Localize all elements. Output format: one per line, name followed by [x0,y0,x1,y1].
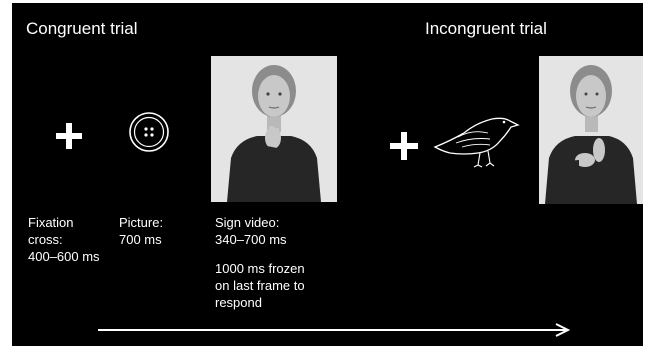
fixation-caption-line: cross: [28,232,63,247]
sign-video-caption: Sign video: 340–700 ms [215,214,287,248]
frozen-frame-caption-line: 1000 ms frozen [215,261,305,276]
button-picture-icon [129,112,169,152]
picture-caption-line: Picture: [119,215,164,230]
fixation-cross-icon [390,132,418,160]
frozen-frame-caption-line: on last frame to [215,278,305,293]
fixation-cross-icon [56,123,82,149]
fixation-caption-line: 400–600 ms [28,249,100,264]
congruent-trial-title: Congruent trial [26,19,138,38]
congruent-sign-video-frame [211,56,337,202]
bird-picture-icon [433,117,520,168]
incongruent-sign-video-frame [539,56,643,204]
fixation-caption: Fixation cross: 400–600 ms [28,214,100,265]
fixation-caption-line: Fixation [28,215,74,230]
picture-caption-line: 700 ms [119,232,162,247]
incongruent-trial-title: Incongruent trial [425,19,547,38]
trial-diagram: Congruent trial Incongruent trial [12,3,643,346]
frozen-frame-caption-line: respond [215,295,262,310]
sign-video-caption-line: 340–700 ms [215,232,287,247]
sign-video-caption-line: Sign video: [215,215,280,230]
picture-caption: Picture: 700 ms [119,214,163,248]
frozen-frame-caption: 1000 ms frozen on last frame to respond [215,260,305,311]
timeline-arrow-icon [98,323,571,337]
